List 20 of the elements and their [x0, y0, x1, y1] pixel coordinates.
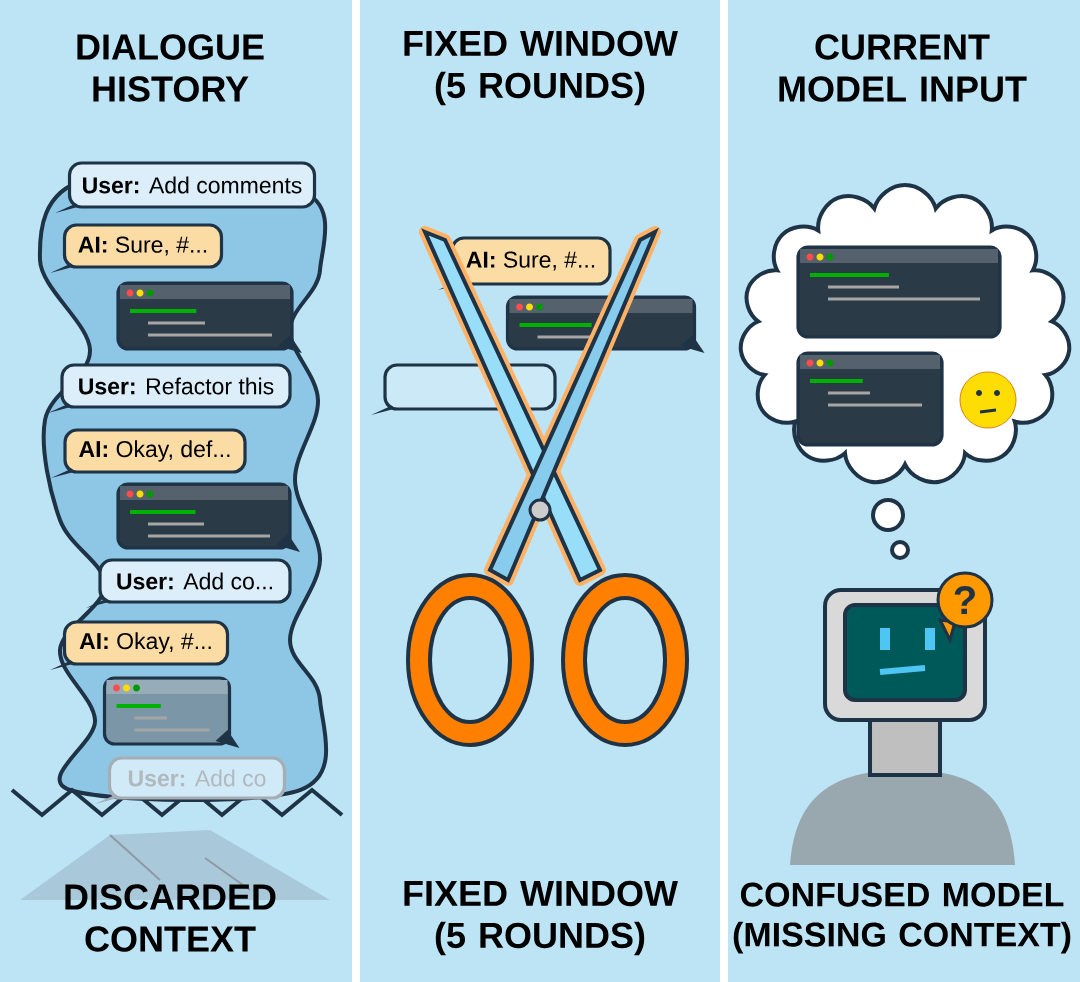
- question-bubble: ?: [936, 571, 994, 645]
- chat-bubble: AI: Okay, #...: [50, 620, 230, 670]
- heading: CURRENT MODEL INPUT: [779, 34, 1027, 102]
- chat-bubble: User: Add co: [95, 756, 287, 804]
- chat-bubble: User: Add comments: [55, 161, 317, 213]
- chat-bubble: User: Add co...: [86, 558, 292, 608]
- code-window: [796, 351, 944, 447]
- chat-bubble: AI: Sure, #...: [50, 223, 224, 273]
- code-window: [116, 482, 300, 552]
- chat-bubble: AI: Okay, def...: [51, 428, 247, 478]
- chat-bubble: AI: Sure, #...: [438, 236, 612, 290]
- code-window: [102, 676, 240, 748]
- heading: CONFUSED MODEL (MISSING CONTEXT): [733, 882, 1071, 954]
- code-window: [796, 245, 1002, 339]
- chat-bubble: User: Refactor this: [48, 363, 292, 413]
- heading: FIXED WINDOW (5 ROUNDS): [404, 30, 678, 106]
- heading: DIALOGUE HISTORY: [77, 34, 264, 102]
- heading: DISCARDED CONTEXT: [65, 884, 276, 952]
- code-window: [116, 281, 302, 353]
- heading: FIXED WINDOW (5 ROUNDS): [404, 880, 678, 956]
